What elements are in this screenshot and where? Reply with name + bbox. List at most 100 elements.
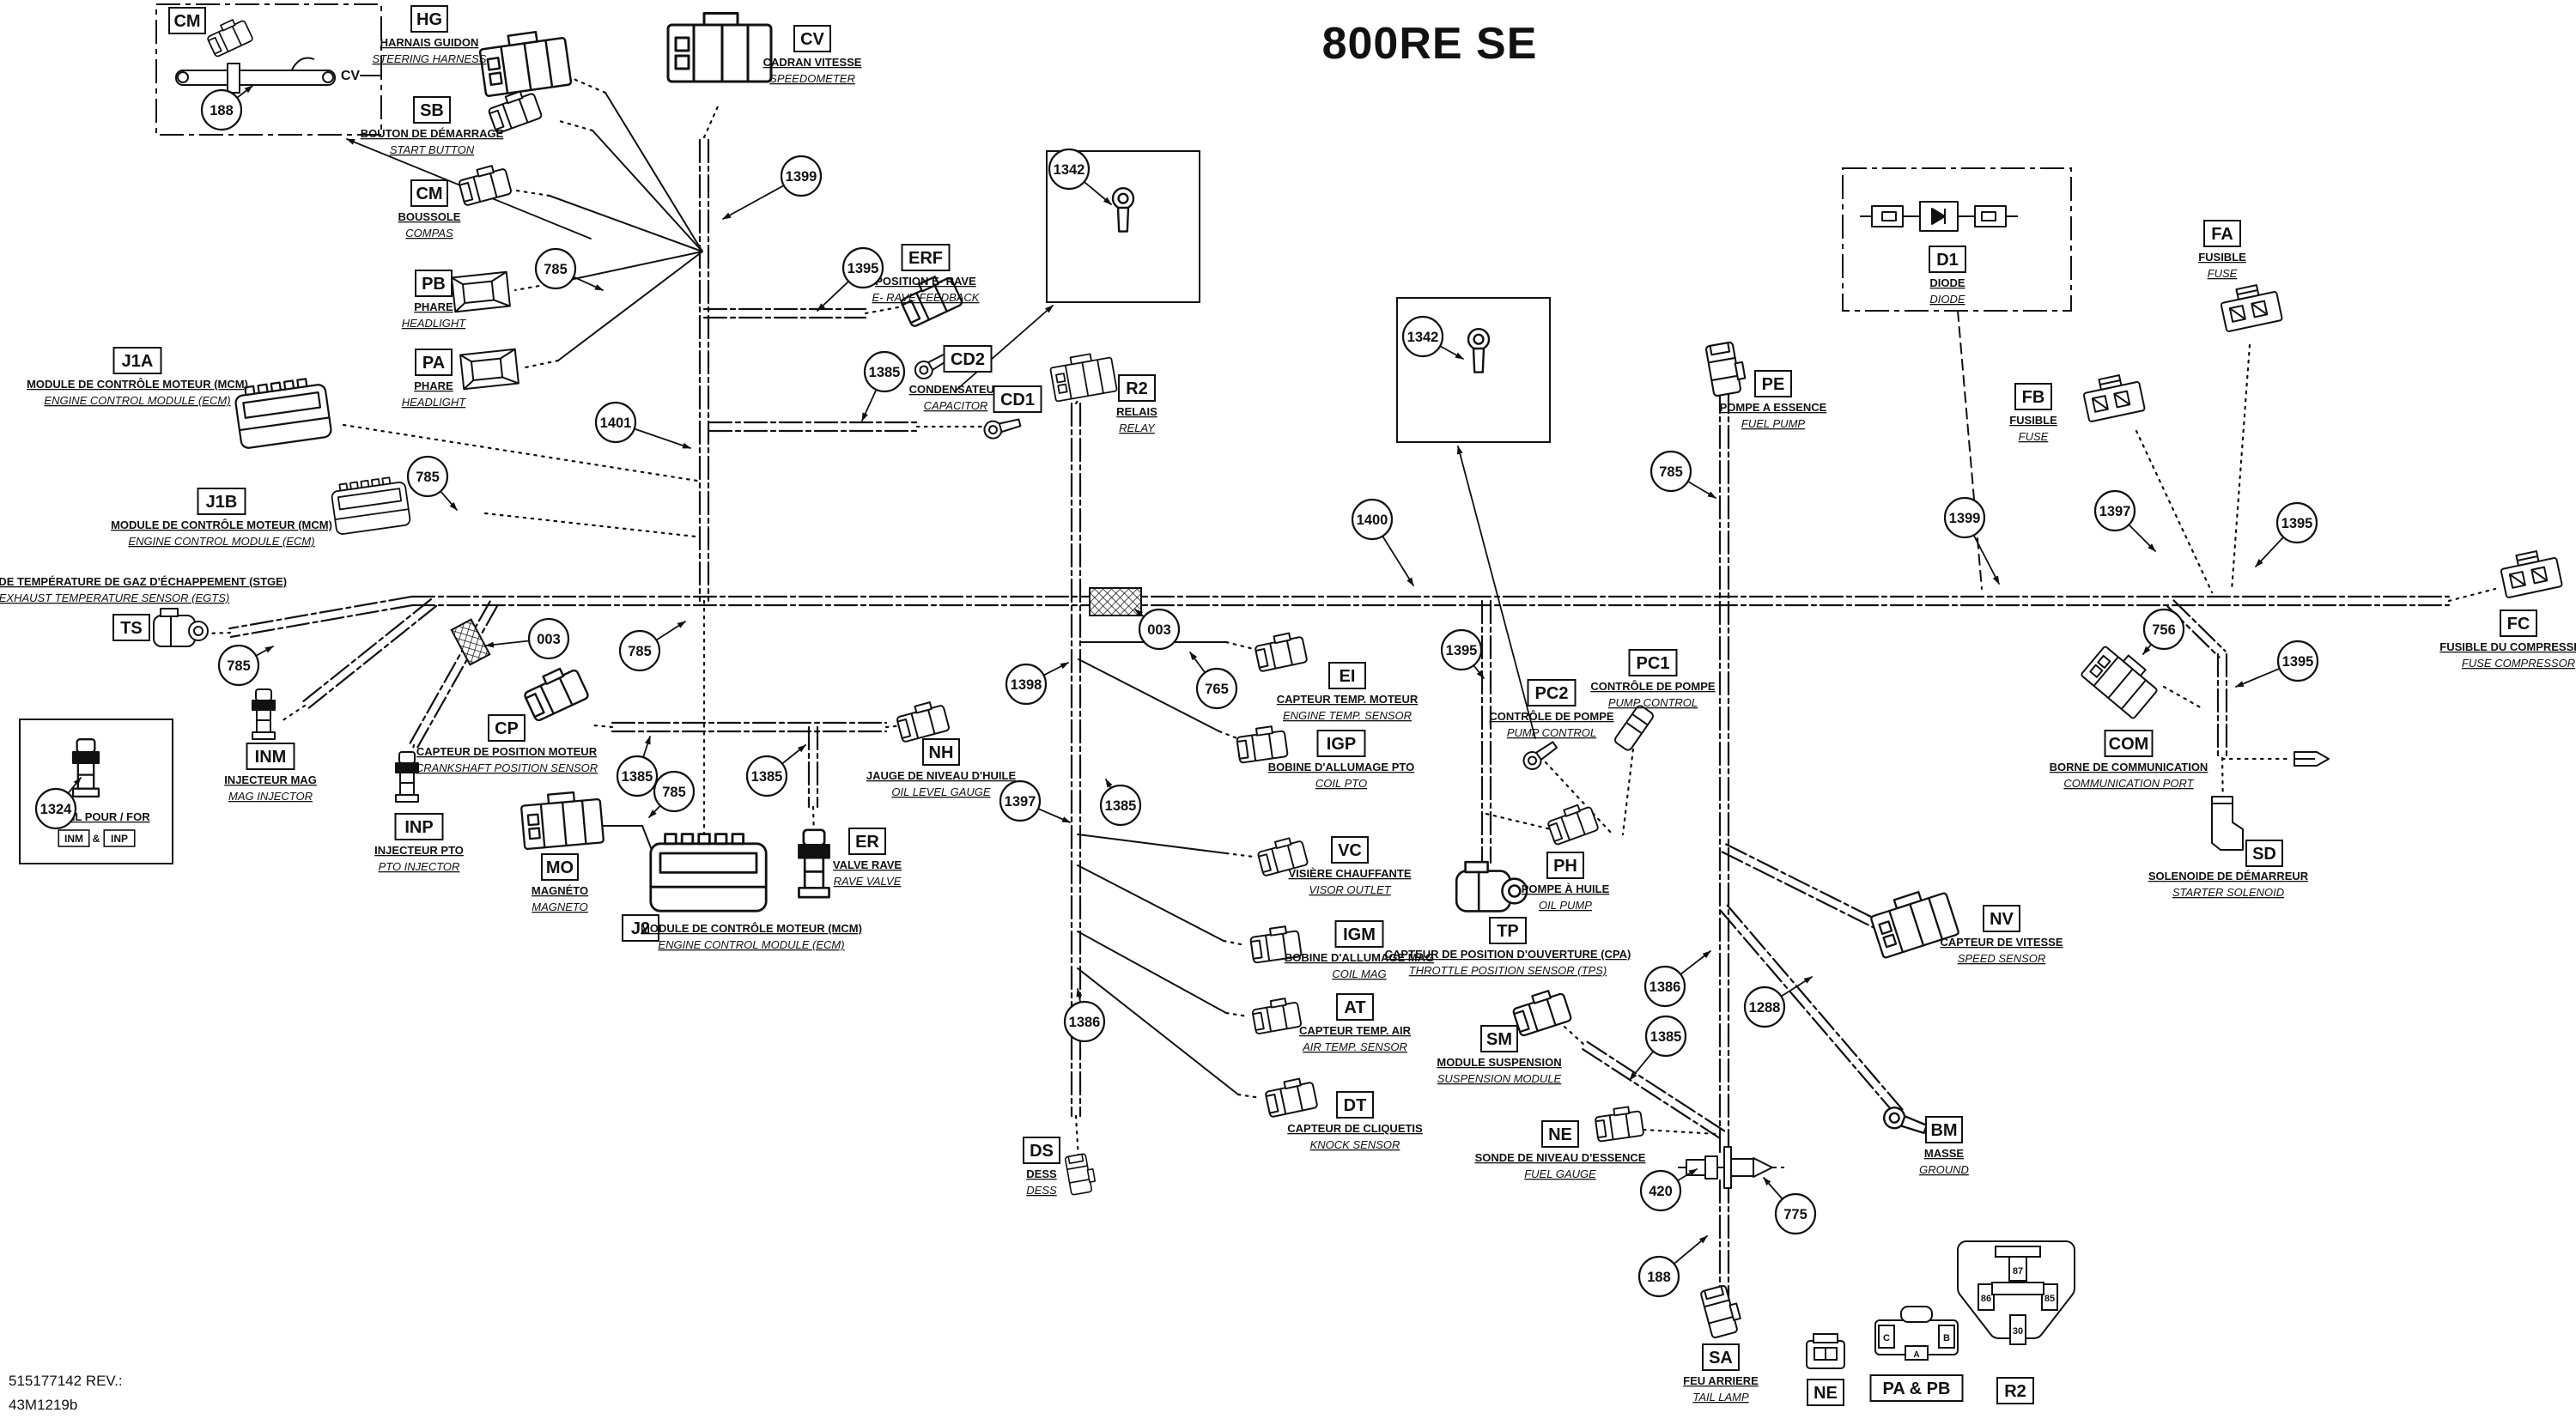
wire-segment bbox=[698, 138, 710, 603]
svg-text:EXHAUST TEMPERATURE SENSOR (EG: EXHAUST TEMPERATURE SENSOR (EGTS) bbox=[0, 591, 229, 604]
PE-connector-icon bbox=[1704, 341, 1747, 397]
SD-terminal-connector-icon bbox=[2293, 751, 2330, 767]
svg-text:CAPTEUR DE TEMPÉRATURE DE GAZ: CAPTEUR DE TEMPÉRATURE DE GAZ D'ÉCHAPPEM… bbox=[0, 575, 287, 588]
svg-text:MAG INJECTOR: MAG INJECTOR bbox=[228, 790, 313, 803]
svg-text:86: 86 bbox=[1981, 1294, 1991, 1304]
svg-text:GROUND: GROUND bbox=[1919, 1163, 1969, 1176]
svg-text:DIODE: DIODE bbox=[1929, 276, 1965, 289]
svg-text:PC2: PC2 bbox=[1535, 684, 1569, 703]
svg-text:PUMP CONTROL: PUMP CONTROL bbox=[1608, 696, 1698, 709]
svg-text:785: 785 bbox=[1659, 464, 1683, 480]
D1-connector-icon bbox=[1860, 201, 2018, 232]
svg-text:TS: TS bbox=[120, 619, 143, 638]
svg-text:PHARE: PHARE bbox=[414, 379, 453, 392]
svg-text:PUMP CONTROL: PUMP CONTROL bbox=[1507, 726, 1596, 739]
callout-1342: 1342 bbox=[1048, 148, 1112, 205]
svg-text:MODULE DE CONTRÔLE MOTEUR (MCM: MODULE DE CONTRÔLE MOTEUR (MCM) bbox=[27, 378, 248, 391]
svg-text:NE: NE bbox=[1814, 1384, 1838, 1403]
svg-text:BORNE DE COMMUNICATION: BORNE DE COMMUNICATION bbox=[2050, 761, 2208, 773]
callout-1400: 1400 bbox=[1351, 498, 1414, 586]
svg-text:1400: 1400 bbox=[1357, 512, 1388, 528]
wire-segment bbox=[1544, 761, 1614, 836]
svg-text:87: 87 bbox=[2013, 1266, 2023, 1276]
component-label-SD: SD SOLENOIDE DE DÉMARREUR STARTER SOLENOID bbox=[2148, 840, 2309, 899]
HG-connector-icon bbox=[478, 30, 573, 97]
wire-segment bbox=[1642, 1128, 1719, 1136]
component-label-CM: CM bbox=[168, 7, 206, 34]
svg-text:VISIÈRE CHAUFFANTE: VISIÈRE CHAUFFANTE bbox=[1288, 867, 1411, 880]
svg-text:HEADLIGHT: HEADLIGHT bbox=[402, 317, 466, 330]
svg-text:CONDENSATEUR: CONDENSATEUR bbox=[909, 383, 1003, 396]
wire-segment bbox=[1563, 1025, 1587, 1047]
svg-text:BOBINE D'ALLUMAGE MAG: BOBINE D'ALLUMAGE MAG bbox=[1285, 951, 1434, 964]
svg-text:DESS: DESS bbox=[1026, 1184, 1057, 1197]
svg-text:188: 188 bbox=[210, 103, 234, 118]
svg-text:SOLENOIDE DE DÉMARREUR: SOLENOIDE DE DÉMARREUR bbox=[2148, 870, 2309, 882]
callout-1399: 1399 bbox=[1943, 496, 2000, 585]
J1A-connector-icon bbox=[234, 378, 332, 449]
svg-text:CM: CM bbox=[173, 12, 200, 31]
detail-box bbox=[155, 3, 382, 136]
component-label-NE: NE bbox=[1807, 1379, 1844, 1406]
svg-text:CAPTEUR DE VITESSE: CAPTEUR DE VITESSE bbox=[1940, 936, 2063, 949]
callout-1324: 1324 bbox=[34, 777, 82, 830]
svg-text:COIL MAG: COIL MAG bbox=[1332, 967, 1386, 980]
svg-text:1385: 1385 bbox=[622, 769, 653, 785]
svg-text:INJECTEUR PTO: INJECTEUR PTO bbox=[374, 844, 464, 857]
svg-text:30: 30 bbox=[2013, 1326, 2023, 1337]
svg-text:PC1: PC1 bbox=[1637, 654, 1670, 673]
CP-connector-icon bbox=[524, 667, 589, 722]
svg-text:765: 765 bbox=[1205, 682, 1229, 697]
detail-ring-right-connector-icon bbox=[1467, 327, 1491, 373]
SB-connector-icon bbox=[488, 90, 543, 134]
svg-text:OIL LEVEL GAUGE: OIL LEVEL GAUGE bbox=[891, 785, 990, 798]
svg-text:785: 785 bbox=[662, 785, 686, 800]
svg-text:1395: 1395 bbox=[848, 261, 879, 276]
svg-text:DESS: DESS bbox=[1026, 1167, 1057, 1180]
svg-text:J2: J2 bbox=[631, 919, 650, 938]
DT-connector-icon bbox=[1265, 1077, 1318, 1118]
wire-segment bbox=[1077, 834, 1227, 854]
svg-text:STARTER SOLENOID: STARTER SOLENOID bbox=[2172, 886, 2284, 899]
svg-text:J1B: J1B bbox=[206, 493, 238, 512]
svg-text:ENGINE CONTROL MODULE (ECM): ENGINE CONTROL MODULE (ECM) bbox=[128, 535, 314, 548]
wire-segment bbox=[1070, 402, 1082, 1118]
svg-text:1395: 1395 bbox=[2281, 516, 2313, 531]
svg-text:CADRAN VITESSE: CADRAN VITESSE bbox=[763, 56, 862, 69]
svg-text:SD: SD bbox=[2252, 845, 2276, 864]
wire-segment bbox=[1957, 310, 1983, 590]
svg-text:1324: 1324 bbox=[40, 802, 73, 817]
J1B-connector-icon bbox=[331, 476, 411, 535]
svg-text:MAGNETO: MAGNETO bbox=[532, 901, 588, 913]
svg-text:1385: 1385 bbox=[1105, 798, 1137, 814]
pinout-face-NE bbox=[1806, 1333, 1845, 1369]
callout-1385: 1385 bbox=[1629, 1015, 1687, 1081]
wire-segment bbox=[1222, 939, 1247, 947]
callout-775: 775 bbox=[1763, 1177, 1817, 1235]
svg-text:POSITION E- RAVE: POSITION E- RAVE bbox=[875, 275, 976, 288]
svg-text:003: 003 bbox=[537, 632, 561, 647]
callout-785: 785 bbox=[648, 770, 696, 818]
VC-connector-icon bbox=[1257, 837, 1309, 876]
BM-connector-icon bbox=[1883, 1107, 1929, 1135]
svg-text:775: 775 bbox=[1783, 1207, 1807, 1222]
svg-text:SA: SA bbox=[1709, 1349, 1733, 1367]
IGP-connector-icon bbox=[1236, 725, 1289, 764]
svg-text:BOBINE D'ALLUMAGE PTO: BOBINE D'ALLUMAGE PTO bbox=[1268, 761, 1414, 773]
svg-text:85: 85 bbox=[2044, 1294, 2055, 1304]
TS-connector-icon bbox=[153, 608, 209, 647]
note-text: INP bbox=[103, 829, 136, 847]
svg-text:CV: CV bbox=[341, 69, 361, 83]
svg-text:FEU ARRIERE: FEU ARRIERE bbox=[1683, 1374, 1759, 1387]
svg-text:PH: PH bbox=[1553, 857, 1577, 876]
svg-text:VISOR OUTLET: VISOR OUTLET bbox=[1309, 883, 1391, 896]
